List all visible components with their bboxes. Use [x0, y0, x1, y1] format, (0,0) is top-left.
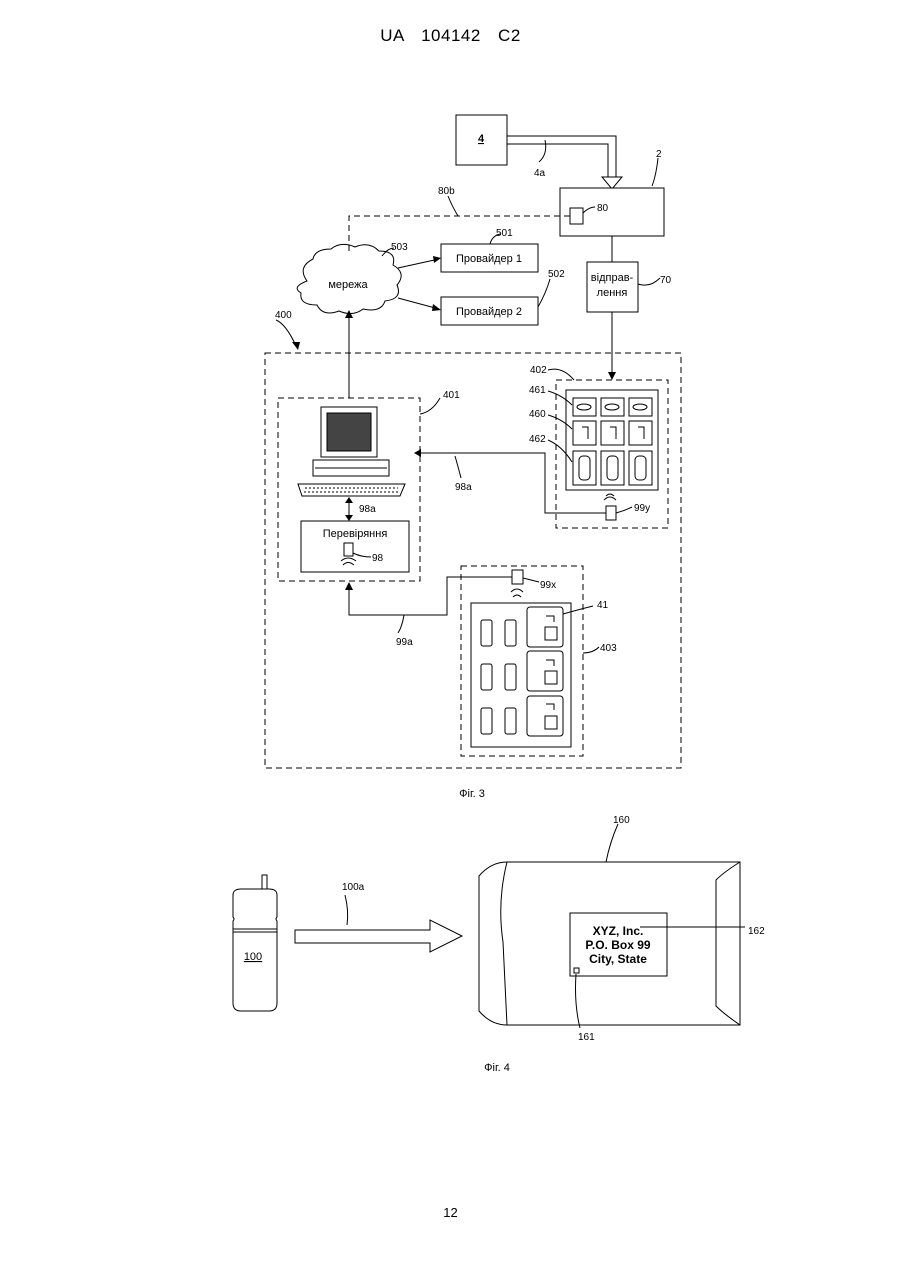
leader-2 — [652, 158, 658, 186]
provider-2-label: Провайдер 2 — [456, 306, 522, 318]
address-line3: City, State — [589, 952, 647, 966]
box-4-label: 4 — [478, 133, 485, 145]
leader-99x — [523, 578, 539, 582]
connector-4-to-2-b — [507, 144, 608, 178]
ref-98a-right: 98a — [455, 482, 472, 493]
reader-98 — [344, 543, 353, 556]
connector-4-to-2-a — [507, 136, 616, 178]
ref-4a: 4a — [534, 168, 546, 179]
arrow-down-98a — [345, 515, 353, 521]
ref-41: 41 — [597, 600, 609, 611]
ref-100a: 100a — [342, 882, 365, 893]
medium-item-row-460 — [573, 421, 652, 445]
leader-99y — [616, 507, 632, 513]
leader-502 — [538, 279, 550, 307]
large-item-row-462 — [573, 451, 652, 485]
package-boxes-41 — [527, 607, 563, 736]
mobile-phone-100 — [233, 875, 277, 1011]
ref-98: 98 — [372, 553, 384, 564]
network-to-provider1 — [398, 259, 439, 268]
address-line1: XYZ, Inc. — [593, 924, 644, 938]
provider-1-label: Провайдер 1 — [456, 253, 522, 265]
arrow-to-401 — [414, 449, 421, 457]
arrow-to-401-bottom — [345, 582, 353, 590]
ref-401: 401 — [443, 390, 460, 401]
leader-160 — [606, 824, 618, 862]
ref-2: 2 — [656, 149, 662, 160]
ref-162: 162 — [748, 926, 765, 937]
ref-501: 501 — [496, 228, 513, 239]
leader-80b — [448, 196, 458, 216]
arrow-provider2 — [432, 304, 441, 311]
ref-460: 460 — [529, 409, 546, 420]
ref-80: 80 — [597, 203, 609, 214]
leader-4a — [539, 140, 546, 162]
signal-icon-99x — [511, 589, 523, 597]
leader-401 — [420, 398, 440, 414]
reader-99y — [606, 506, 616, 520]
ref-99y: 99y — [634, 503, 650, 514]
small-item-row-461 — [573, 398, 652, 416]
ref-99x: 99x — [540, 580, 556, 591]
ref-402: 402 — [530, 365, 547, 376]
leader-100a — [345, 895, 348, 925]
ref-400: 400 — [275, 310, 292, 321]
ref-98a-vertical: 98a — [359, 504, 376, 515]
phone-label: 100 — [244, 951, 262, 963]
leader-70 — [638, 278, 660, 285]
ref-99a: 99a — [396, 637, 413, 648]
leader-99a — [398, 615, 404, 633]
ref-461: 461 — [529, 385, 546, 396]
ref-70: 70 — [660, 275, 672, 286]
tag-161 — [574, 968, 579, 973]
leader-403 — [583, 647, 599, 653]
page-number: 12 — [0, 1205, 901, 1220]
reader-99x — [512, 570, 523, 584]
fig3-caption: Фіг. 3 — [459, 788, 485, 800]
arrow-400 — [292, 342, 300, 350]
ref-462: 462 — [529, 434, 546, 445]
dispatch-label-line2: лення — [597, 287, 628, 299]
arrow-provider1 — [433, 256, 441, 263]
ref-160: 160 — [613, 815, 630, 826]
arrow-up-98a — [345, 497, 353, 503]
leader-98a — [455, 456, 461, 478]
ref-161: 161 — [578, 1032, 595, 1043]
transmission-arrow — [295, 920, 462, 952]
leader-402 — [548, 369, 574, 380]
checking-label: Перевіряння — [323, 528, 388, 540]
network-label: мережа — [328, 279, 368, 291]
ref-80b: 80b — [438, 186, 455, 197]
dispatch-label-line1: відправ- — [591, 272, 634, 284]
fig4-caption: Фіг. 4 — [484, 1062, 510, 1074]
ref-403: 403 — [600, 643, 617, 654]
ref-503: 503 — [391, 242, 408, 253]
arrow-to-402 — [608, 372, 616, 380]
arrowhead-4-to-2 — [602, 177, 622, 189]
signal-icon-99y — [604, 494, 616, 500]
component-80 — [570, 208, 583, 224]
computer-icon — [298, 407, 405, 496]
address-line2: P.O. Box 99 — [585, 938, 650, 952]
ref-502: 502 — [548, 269, 565, 280]
